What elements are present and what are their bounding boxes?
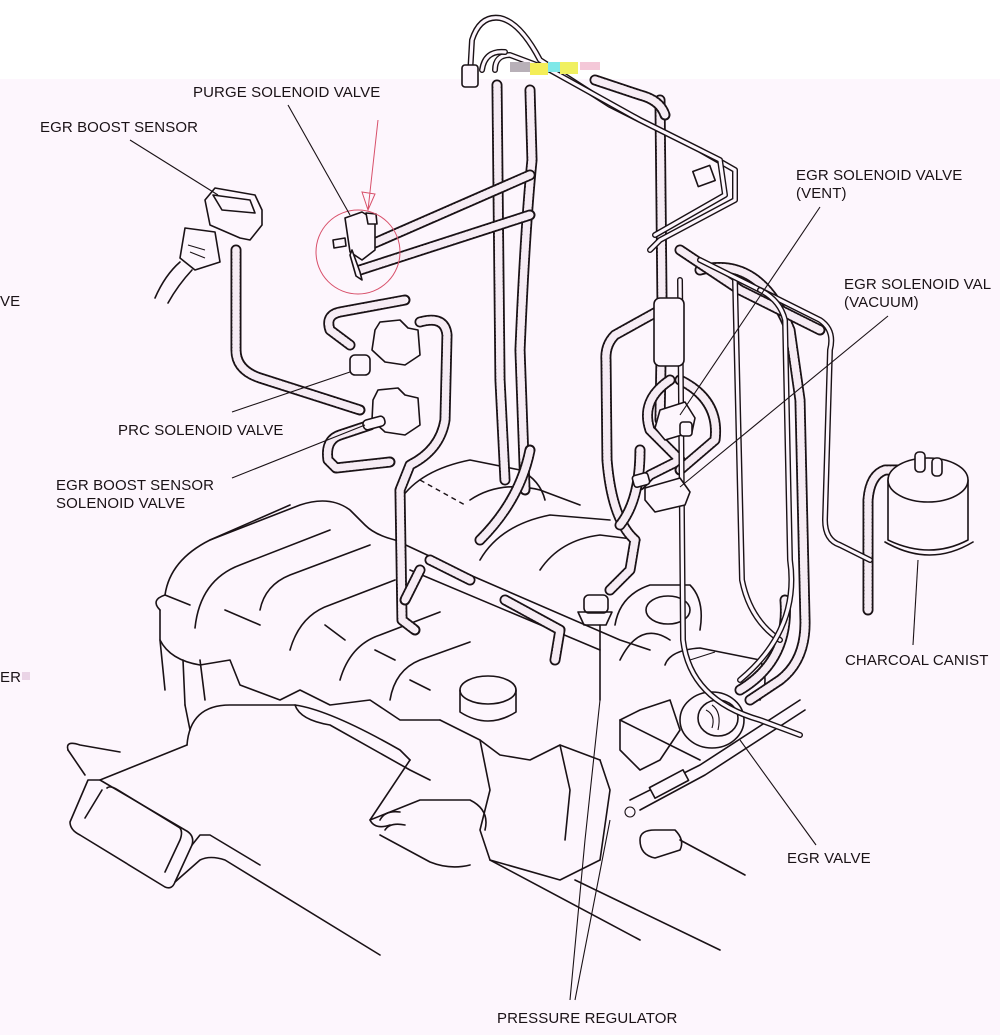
hidden-line	[419, 479, 466, 506]
scan-speck	[22, 672, 30, 680]
label-egr-solenoid-vent-line1: EGR SOLENOID VALVE	[796, 167, 963, 184]
label-pressure-regulator: PRESSURE REGULATOR	[497, 1010, 678, 1027]
label-purge-solenoid-valve: PURGE SOLENOID VALVE	[193, 84, 381, 101]
highlight-circle	[315, 209, 401, 295]
egr-boost-sensor	[154, 187, 263, 304]
egr-boost-sensor-solenoid-valve	[362, 387, 421, 436]
egr-solenoid-valves	[631, 297, 696, 513]
label-egr-boost-sensor: EGR BOOST SENSOR	[40, 119, 199, 136]
label-cut-off-left-top: VE	[0, 293, 21, 310]
label-charcoal-canister: CHARCOAL CANIST	[845, 652, 989, 669]
label-egr-boost-sensor-solenoid-valve-line1: EGR BOOST SENSOR	[56, 477, 215, 494]
air-intake-duct	[66, 704, 487, 956]
scan-artifact	[510, 62, 600, 75]
pressure-regulator	[577, 584, 703, 701]
label-egr-valve: EGR VALVE	[787, 850, 871, 867]
label-egr-solenoid-vacuum-line2: (VACUUM)	[844, 294, 919, 311]
label-prc-solenoid-valve: PRC SOLENOID VALVE	[118, 422, 284, 439]
charcoal-canister	[884, 451, 974, 556]
prc-solenoid-valve	[349, 319, 421, 376]
label-cut-off-left-bottom: ER	[0, 669, 22, 686]
purge-solenoid-valve	[315, 119, 401, 295]
leader-lines	[129, 104, 919, 1001]
label-egr-boost-sensor-solenoid-valve-line2: SOLENOID VALVE	[56, 495, 186, 512]
highlight-arrow	[361, 119, 379, 212]
label-egr-solenoid-vacuum-line1: EGR SOLENOID VAL	[844, 276, 992, 293]
vacuum-hoses	[230, 74, 926, 706]
label-egr-solenoid-vent-line2: (VENT)	[796, 185, 847, 202]
vacuum-pipes	[461, 14, 873, 738]
engine-block	[155, 459, 721, 951]
